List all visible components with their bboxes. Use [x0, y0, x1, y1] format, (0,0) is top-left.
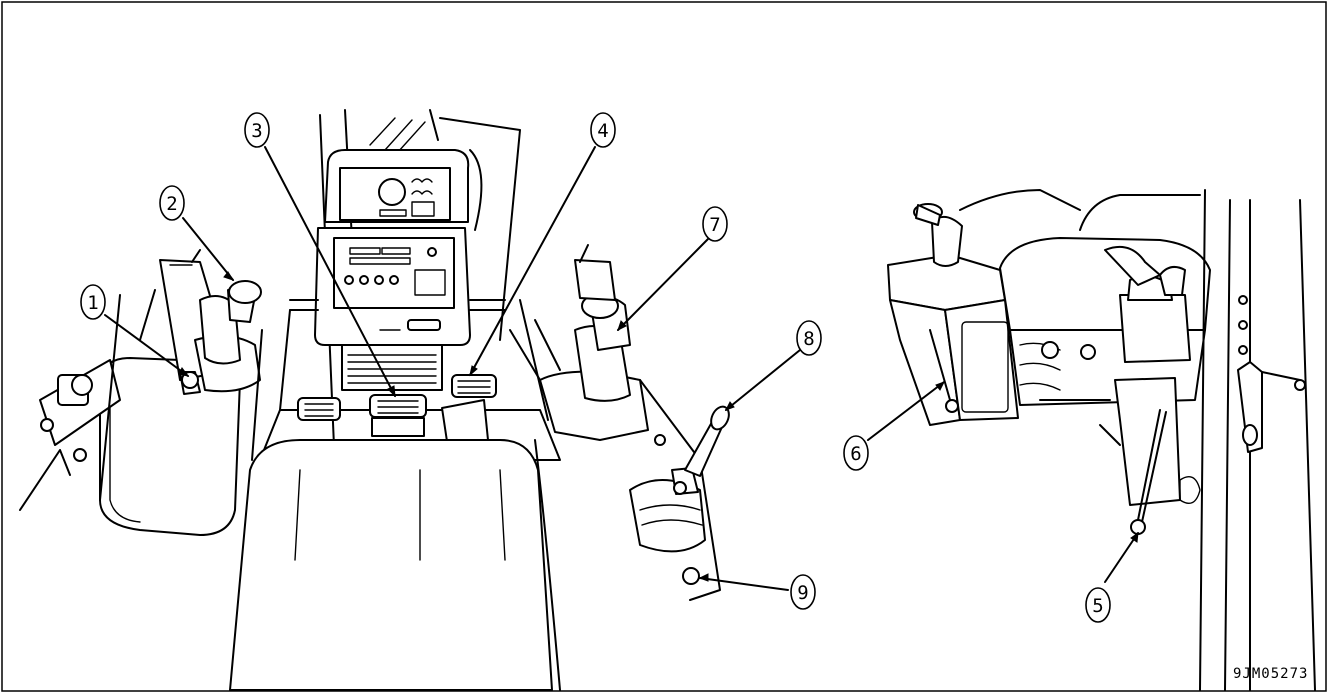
cab-front-view [20, 110, 732, 690]
brake-pedal-right [442, 375, 496, 448]
svg-text:4: 4 [597, 120, 608, 142]
svg-text:6: 6 [850, 443, 861, 465]
callout-3: 3 [245, 113, 269, 147]
callout-2: 2 [160, 186, 184, 220]
callout-7: 7 [703, 207, 727, 241]
callout-5: 5 [1086, 588, 1110, 622]
figure-reference-code: 9JM05273 [1233, 666, 1308, 682]
svg-text:3: 3 [251, 120, 262, 142]
svg-text:7: 7 [709, 214, 720, 236]
operator-seat [230, 440, 552, 690]
svg-text:2: 2 [166, 193, 177, 215]
svg-text:9: 9 [797, 582, 808, 604]
brake-pedal-left [298, 398, 340, 420]
svg-text:8: 8 [803, 328, 814, 350]
svg-text:5: 5 [1092, 595, 1103, 617]
callout-8: 8 [797, 321, 821, 355]
callout-1: 1 [81, 285, 105, 319]
callout-9: 9 [791, 575, 815, 609]
knob-9 [683, 568, 699, 584]
callout-4: 4 [591, 113, 615, 147]
left-console [20, 250, 261, 535]
svg-text:1: 1 [87, 292, 98, 314]
vent-grille [342, 345, 442, 390]
decelerator-pedal [370, 395, 426, 436]
callout-6: 6 [844, 436, 868, 470]
